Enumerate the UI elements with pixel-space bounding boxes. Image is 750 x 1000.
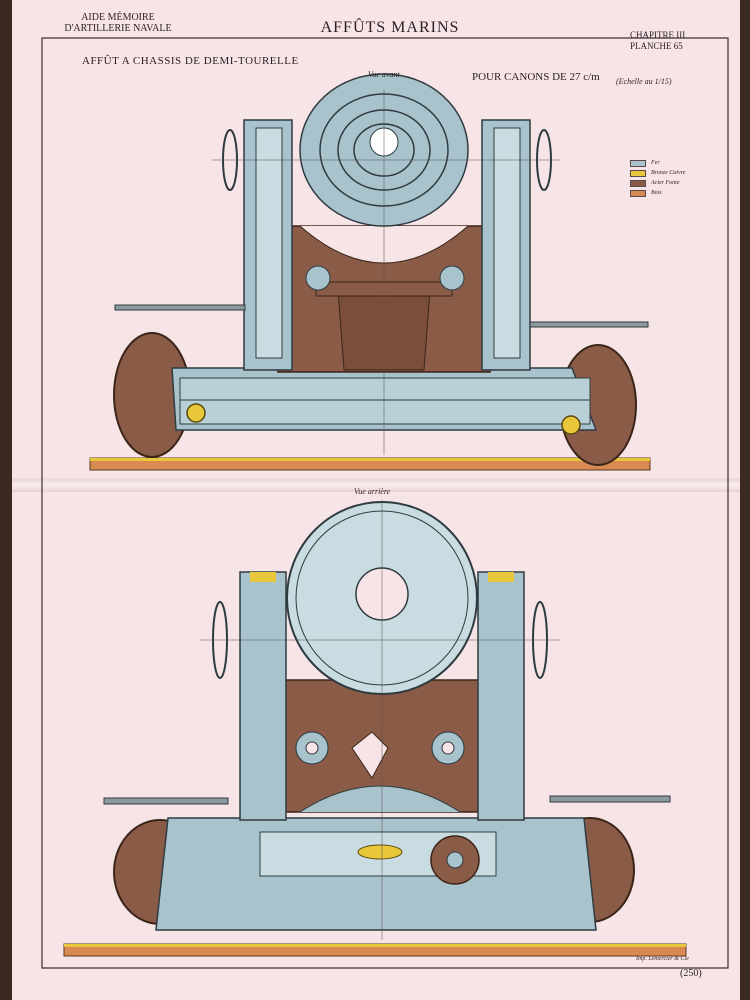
legend-swatch-bronze — [630, 169, 646, 177]
legend-item: Acier Fonte — [630, 178, 685, 188]
rear-left-cheek — [239, 571, 287, 821]
rear-right-cheek — [477, 571, 525, 821]
scale-note: (Echelle au 1/15) — [616, 77, 672, 86]
chapter-label: CHAPITRE III PLANCHE 65 — [630, 30, 720, 52]
page-number: (250) — [680, 968, 702, 979]
legend-label: Bois — [651, 190, 662, 196]
rear-left-rod — [103, 797, 229, 805]
material-legend: Fer Bronze Cuivre Acier Fonte Bois — [630, 158, 685, 198]
memoire-label: AIDE MÉMOIRE D'ARTILLERIE NAVALE — [58, 12, 178, 34]
page-title: AFFÛTS MARINS — [320, 19, 460, 36]
legend-swatch-iron — [630, 159, 646, 167]
legend-item: Bronze Cuivre — [630, 168, 685, 178]
front-right-rod — [529, 321, 649, 328]
legend-swatch-steel — [630, 179, 646, 187]
legend-swatch-wood — [630, 189, 646, 197]
subtitle-right: POUR CANONS DE 27 c/m — [472, 71, 600, 83]
legend-item: Fer — [630, 158, 685, 168]
front-right-bronze-ring — [561, 415, 581, 435]
front-left-rod — [114, 304, 246, 311]
legend-label: Bronze Cuivre — [651, 170, 686, 176]
memoire-line1: AIDE MÉMOIRE — [81, 12, 155, 23]
legend-label: Fer — [651, 160, 660, 166]
rear-right-rod — [549, 795, 671, 803]
front-view-label: Vue avant — [368, 70, 400, 79]
memoire-line2: D'ARTILLERIE NAVALE — [64, 23, 172, 34]
legend-item: Bois — [630, 188, 685, 198]
rear-view-label: Vue arrière — [354, 487, 391, 496]
chapter-text: CHAPITRE III — [630, 30, 686, 40]
front-left-bronze-ring — [186, 403, 206, 423]
legend-label: Acier Fonte — [651, 180, 680, 186]
printer-credit: Imp. Lemercier & Cie — [636, 956, 689, 962]
subtitle-left: AFFÛT A CHASSIS DE DEMI-TOURELLE — [82, 55, 299, 67]
paper-fold — [12, 478, 740, 492]
plate-text: PLANCHE 65 — [630, 41, 683, 51]
